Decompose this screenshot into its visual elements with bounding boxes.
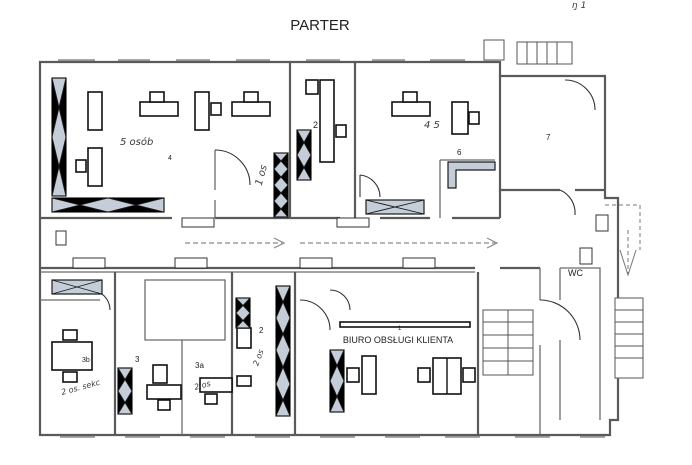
stair-flight-bottom: [482, 309, 534, 376]
room-7-number: 7: [546, 133, 551, 142]
plan-title: PARTER: [290, 17, 350, 34]
room-3a-occupancy: 2 os: [193, 379, 211, 392]
outer-walls: [38, 59, 620, 438]
furniture: [51, 79, 496, 411]
room-3b-number: 3b: [82, 357, 90, 364]
room-2-occupancy: 2 os: [251, 348, 265, 367]
stairs: [482, 39, 644, 379]
room-4-occupancy: 5 osób: [120, 136, 153, 148]
cabinets: [51, 77, 425, 417]
biuro-number: 1: [398, 326, 402, 332]
wc-label: WC: [568, 268, 583, 278]
room-3a-number: 3a: [195, 361, 204, 370]
inner-walls: [40, 62, 605, 435]
room-1-occupancy: 1 os: [254, 164, 270, 187]
room-6-number: 6: [457, 148, 462, 157]
corner-mark: ŋ 1: [572, 1, 586, 11]
room-2-top-number: 2: [313, 120, 318, 130]
room-4-number: 4: [168, 155, 172, 162]
room-4-5-number: 4 5: [424, 120, 440, 131]
room-3-number: 3: [135, 355, 140, 364]
doors: [89, 79, 596, 341]
wall-signs: [55, 214, 609, 269]
biuro-label: BIURO OBSŁUGI KLIENTA: [343, 335, 453, 345]
room-2-number: 2: [259, 326, 264, 335]
evacuation-arrows: [185, 237, 499, 249]
